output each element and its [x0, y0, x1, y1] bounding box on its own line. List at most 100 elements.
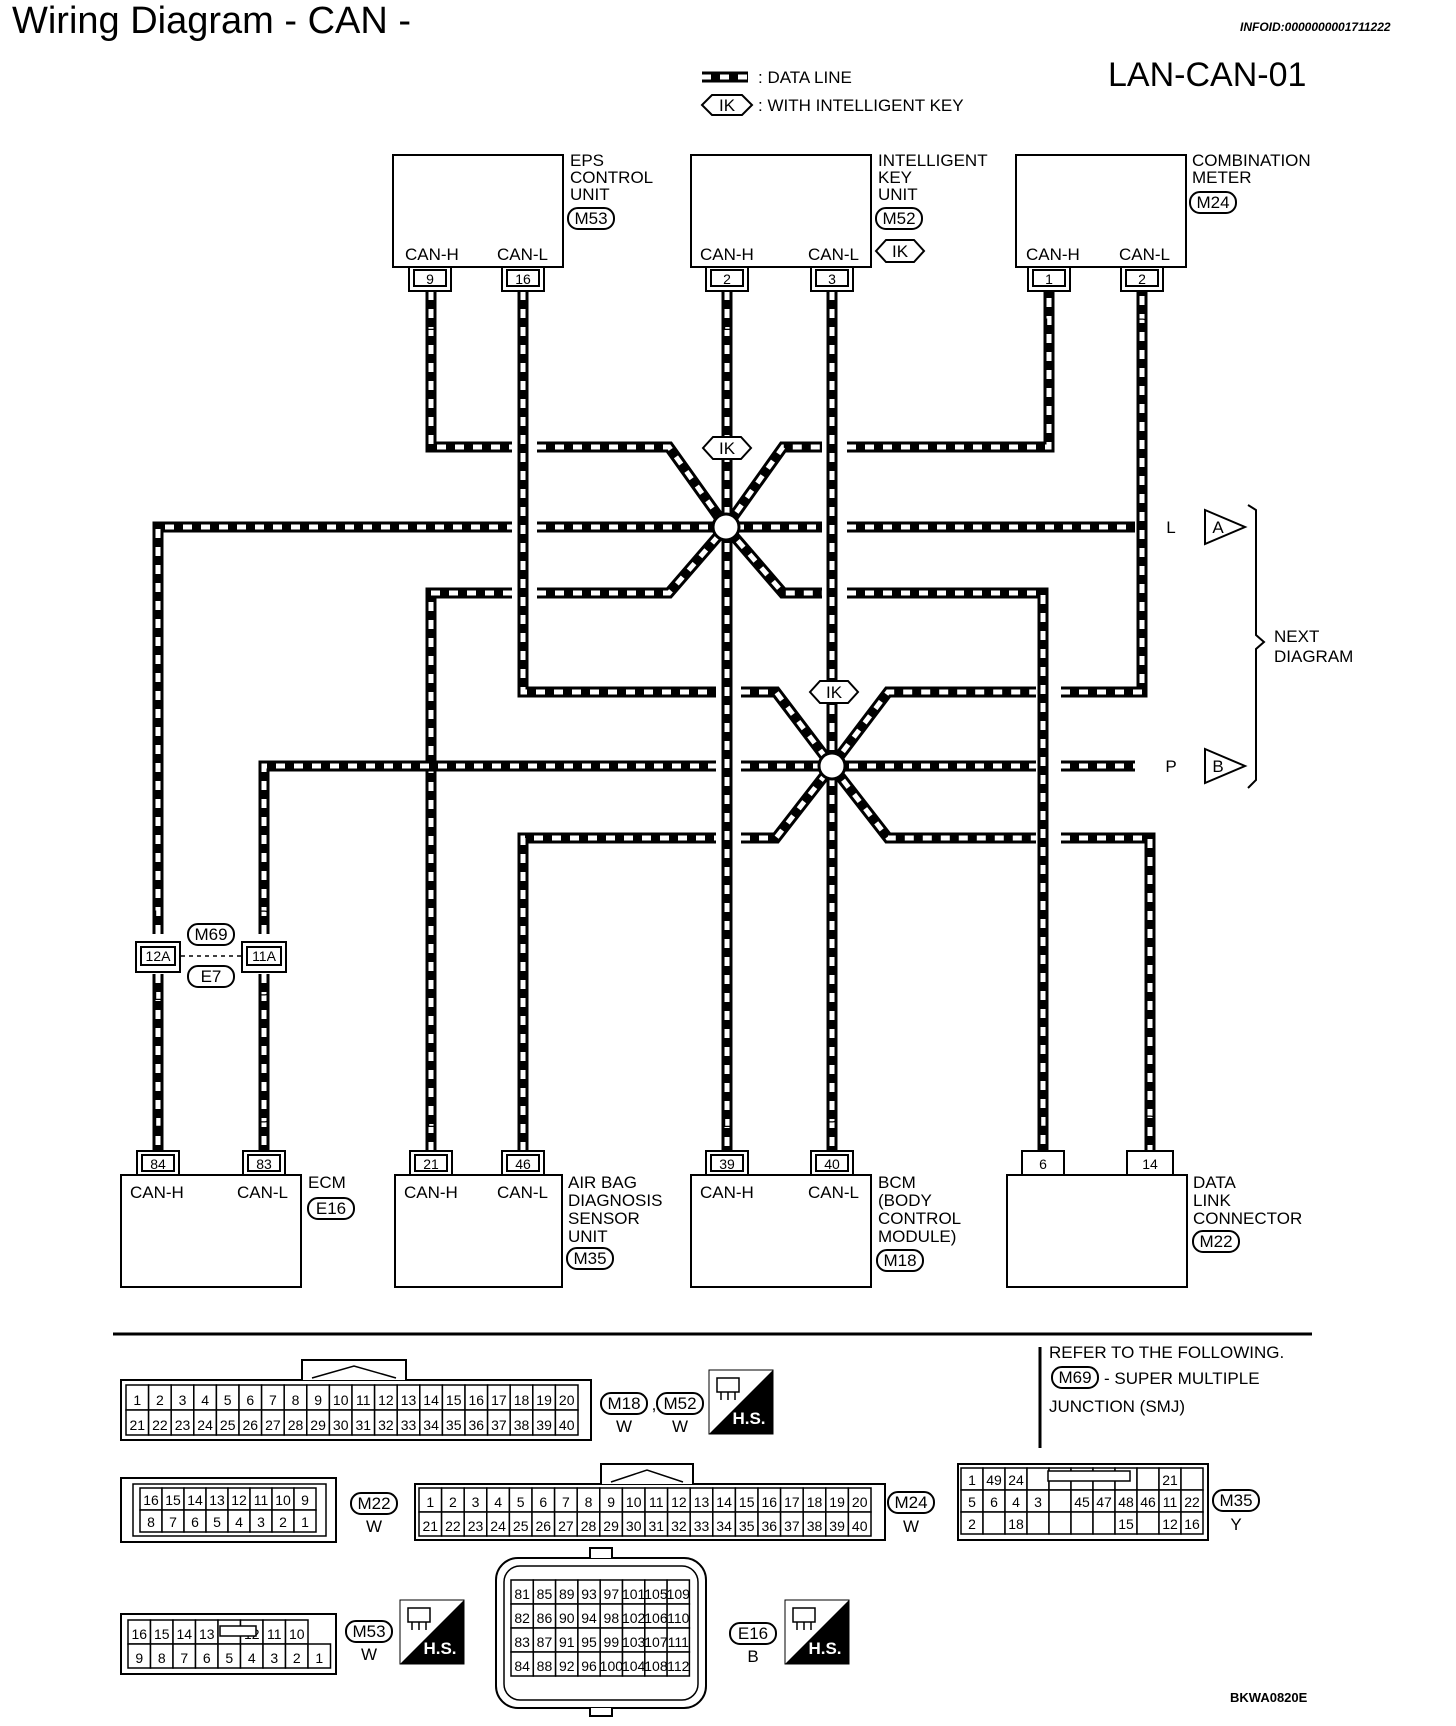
pin-cell	[1180, 1467, 1204, 1491]
pin-number: 6	[539, 1494, 547, 1510]
pin-number: 24	[490, 1518, 506, 1534]
pin-number: 11	[267, 1626, 282, 1642]
pin-number: 105	[644, 1586, 668, 1602]
wire-color: L	[1044, 315, 1053, 334]
wire-color: P	[258, 985, 269, 1004]
pin-number: 45	[1074, 1494, 1090, 1510]
pin-number: 5	[968, 1494, 976, 1510]
pin-number: 100	[600, 1658, 624, 1674]
pin-number: 2	[293, 1650, 301, 1666]
page-title: Wiring Diagram - CAN -	[12, 0, 412, 42]
pin-number: 30	[626, 1518, 642, 1534]
pin-number: 48	[1118, 1494, 1134, 1510]
pin-number: 22	[152, 1417, 168, 1433]
pin-number: 34	[716, 1518, 732, 1534]
pin-cell	[1048, 1489, 1072, 1513]
svg-text:W: W	[903, 1517, 919, 1536]
svg-text:CONTROL: CONTROL	[878, 1209, 961, 1228]
pin-number: 7	[169, 1514, 177, 1530]
can-h-label: CAN-H	[130, 1183, 184, 1202]
data-lines	[152, 291, 1156, 1151]
svg-text:REFER TO THE FOLLOWING.: REFER TO THE FOLLOWING.	[1049, 1343, 1284, 1362]
figure-id: BKWA0820E	[1230, 1690, 1308, 1705]
wire-color: P	[258, 907, 269, 926]
svg-text:H.S.: H.S.	[808, 1639, 841, 1658]
pin-number: 49	[986, 1472, 1002, 1488]
legend-intelligent-key: : WITH INTELLIGENT KEY	[758, 96, 964, 115]
pin-cell	[1026, 1467, 1050, 1491]
pin-number: 39	[536, 1417, 552, 1433]
data-line	[847, 587, 1049, 1151]
pin-number: 83	[256, 1156, 272, 1172]
wire-color: L	[722, 315, 731, 334]
smj-junction: L P 12A 11A M69 E7 L P	[135, 907, 287, 1004]
pin-number: 46	[1140, 1494, 1156, 1510]
pin-number: 2	[449, 1494, 457, 1510]
pin-number: 96	[581, 1658, 597, 1674]
pin-number: 110	[667, 1610, 690, 1626]
pin-number: 11	[1163, 1494, 1178, 1510]
pin-number: 91	[559, 1634, 575, 1650]
can-h-label: CAN-H	[700, 1183, 754, 1202]
pin-number: 21	[130, 1417, 146, 1433]
pin-number: 3	[472, 1494, 480, 1510]
svg-text:DIAGNOSIS: DIAGNOSIS	[568, 1191, 662, 1210]
svg-text:12A: 12A	[146, 948, 172, 964]
pin-number: 31	[649, 1518, 665, 1534]
pin-number: 16	[515, 271, 531, 287]
pin-number: 1	[426, 1494, 434, 1510]
pin-number: 30	[333, 1417, 349, 1433]
pin-number: 6	[203, 1650, 211, 1666]
wire-color: L	[153, 907, 162, 926]
pin-number: 16	[1184, 1516, 1200, 1532]
pin-number: 98	[604, 1610, 620, 1626]
svg-text:M69: M69	[194, 925, 227, 944]
connector-m53-view: 16151413121110987654321M53WH.S.	[120, 1599, 465, 1675]
data-line	[827, 762, 1036, 844]
svg-text:M52: M52	[663, 1394, 696, 1413]
svg-text:M24: M24	[894, 1493, 927, 1512]
unit-name: ECM	[308, 1173, 346, 1192]
ik-badge-icon	[700, 94, 754, 116]
pin-number: 10	[275, 1492, 291, 1508]
svg-text:M35: M35	[573, 1249, 606, 1268]
pin-cell	[1070, 1511, 1094, 1535]
harness-side-icon: H.S.	[784, 1599, 850, 1665]
pin-number: 2	[723, 271, 731, 287]
svg-text:E7: E7	[201, 967, 222, 986]
connector-badge	[187, 965, 235, 988]
harness-side-icon: H.S.	[399, 1599, 465, 1665]
can-h-label: CAN-H	[700, 245, 754, 264]
pin-number: 29	[310, 1417, 326, 1433]
combination-meter: CAN-H CAN-L COMBINATION METER M24 1 2 L …	[1015, 151, 1311, 334]
pin-number: 3	[270, 1650, 278, 1666]
pin-number: 14	[716, 1494, 732, 1510]
data-line	[152, 521, 512, 934]
legend-data-line: : DATA LINE	[758, 68, 852, 87]
pin-number: 6	[1039, 1156, 1047, 1172]
pin-number: 22	[445, 1518, 461, 1534]
pin-number: 14	[1142, 1156, 1158, 1172]
unit-name: BCM	[878, 1173, 916, 1192]
pin-number: 9	[301, 1492, 309, 1508]
svg-text:E16: E16	[738, 1624, 768, 1643]
pin-cell	[666, 1651, 691, 1677]
pin-number: 23	[468, 1518, 484, 1534]
svg-text:CONTROL: CONTROL	[570, 168, 653, 187]
pin-number: 16	[762, 1494, 778, 1510]
pin-number: 5	[224, 1392, 232, 1408]
data-line	[1061, 832, 1156, 1151]
pin-number: 22	[1184, 1494, 1200, 1510]
reference-note: REFER TO THE FOLLOWING. M69 - SUPER MULT…	[1049, 1343, 1284, 1416]
pin-number: 36	[469, 1417, 485, 1433]
pin-cell	[1026, 1511, 1050, 1535]
svg-text:UNIT: UNIT	[570, 185, 610, 204]
wire-color: L	[426, 1112, 435, 1131]
pin-number: 37	[491, 1417, 507, 1433]
pin-number: 18	[1008, 1516, 1024, 1532]
pin-number: 7	[562, 1494, 570, 1510]
pin-number: 4	[248, 1650, 256, 1666]
pin-number: 5	[213, 1514, 221, 1530]
svg-text:M52: M52	[882, 209, 915, 228]
